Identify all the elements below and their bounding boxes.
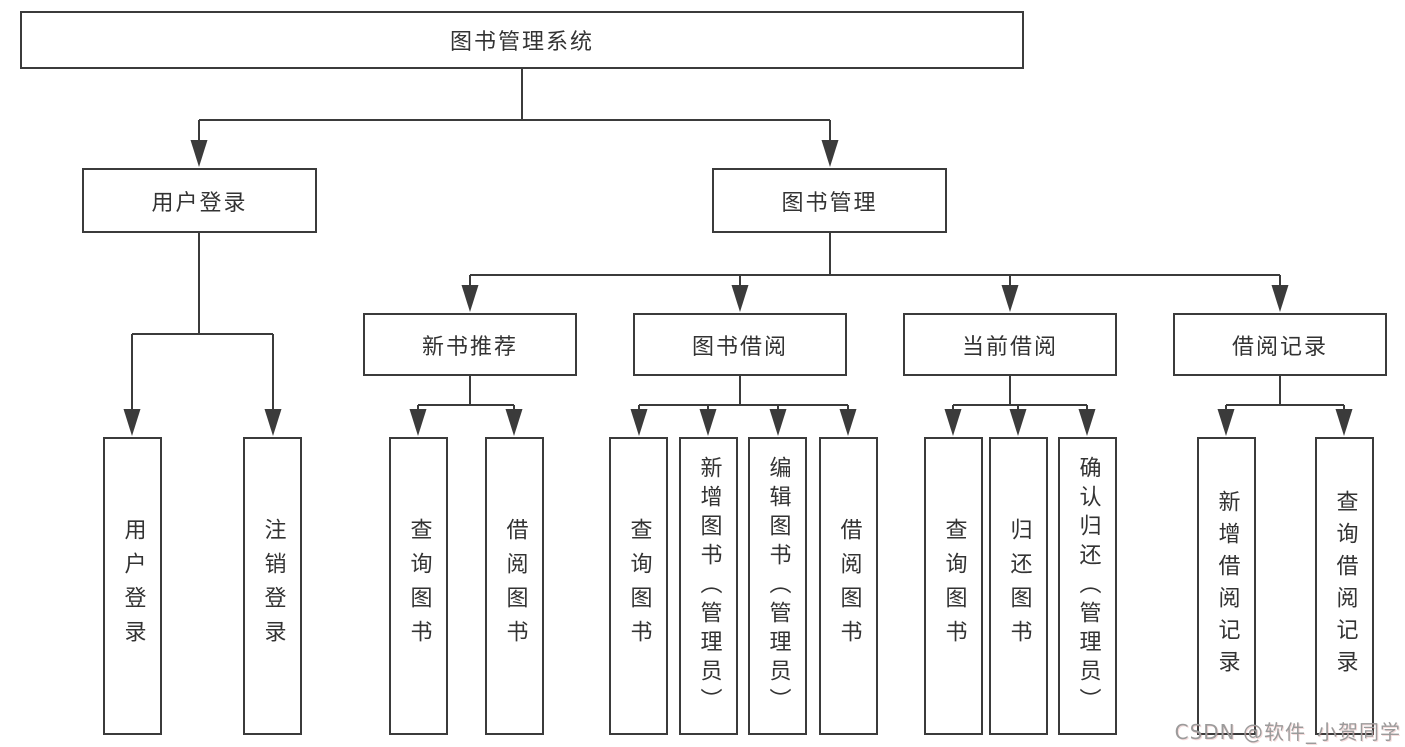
leaf-return-book: 归还图书 xyxy=(989,437,1048,735)
leaf-add-borrow-record: 新增借阅记录 xyxy=(1197,437,1256,735)
leaf-recommend-borrow-book: 借阅图书 xyxy=(485,437,544,735)
leaf-query-borrow-record: 查询借阅记录 xyxy=(1315,437,1374,735)
node-current-borrow: 当前借阅 xyxy=(903,313,1117,376)
leaf-add-book-admin: 新增图书（管理员） xyxy=(679,437,738,735)
leaf-logout: 注销登录 xyxy=(243,437,302,735)
leaf-recommend-query-book: 查询图书 xyxy=(389,437,448,735)
leaf-current-query-book: 查询图书 xyxy=(924,437,983,735)
node-book-management: 图书管理 xyxy=(712,168,947,233)
csdn-watermark: CSDN @软件_小贺同学 xyxy=(1174,720,1401,744)
node-root: 图书管理系统 xyxy=(20,11,1024,69)
node-user-login: 用户登录 xyxy=(82,168,317,233)
node-new-book-recommend: 新书推荐 xyxy=(363,313,577,376)
node-borrow-records: 借阅记录 xyxy=(1173,313,1387,376)
leaf-edit-book-admin: 编辑图书（管理员） xyxy=(748,437,807,735)
leaf-confirm-return-admin: 确认归还（管理员） xyxy=(1058,437,1117,735)
leaf-user-login: 用户登录 xyxy=(103,437,162,735)
node-book-borrow: 图书借阅 xyxy=(633,313,847,376)
leaf-borrow-query-book: 查询图书 xyxy=(609,437,668,735)
leaf-borrow-book: 借阅图书 xyxy=(819,437,878,735)
